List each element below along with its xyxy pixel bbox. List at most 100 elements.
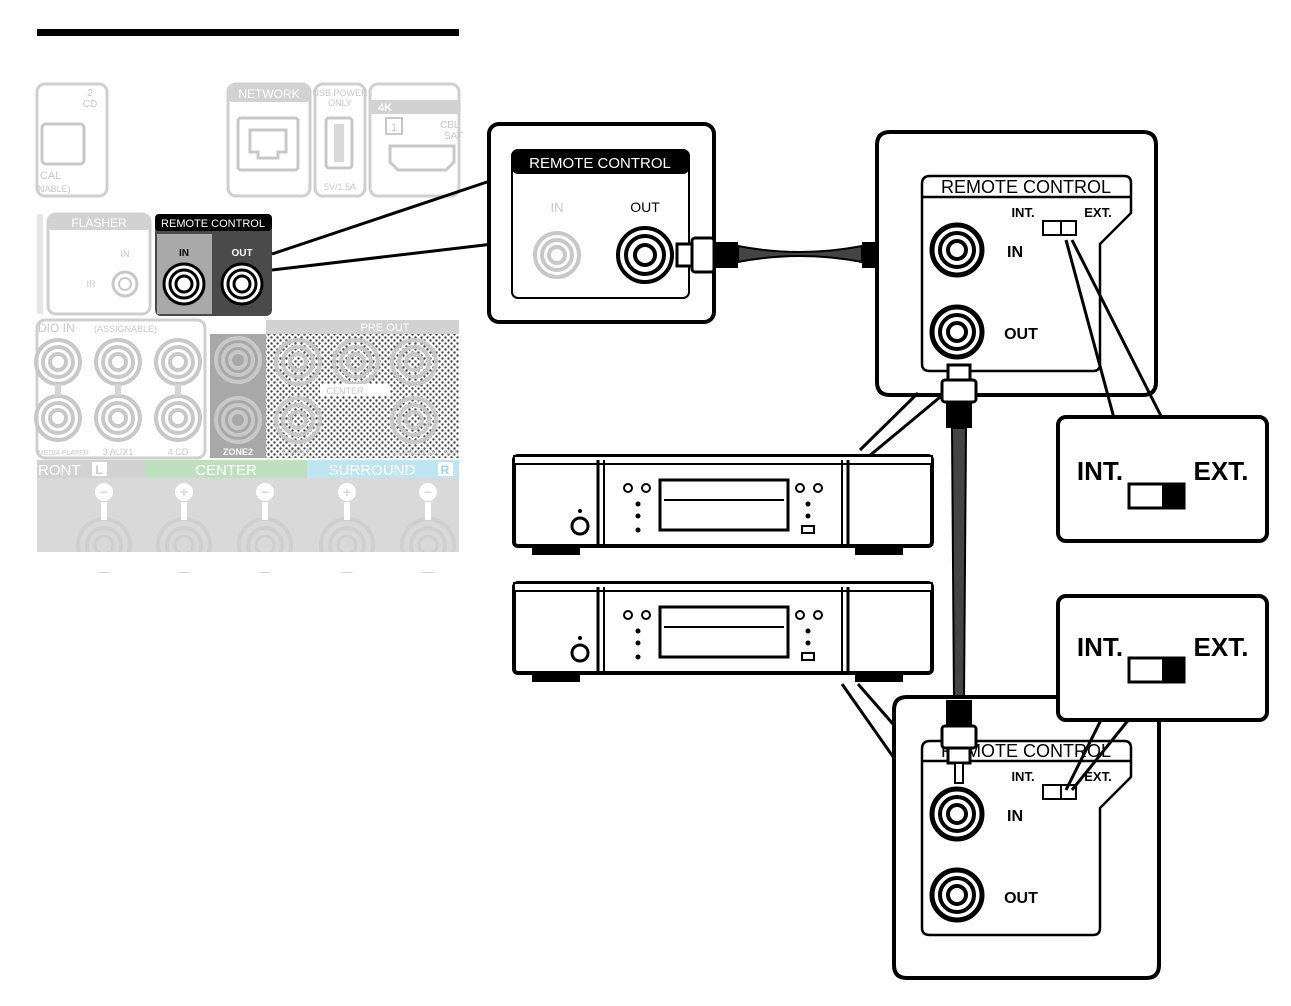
left-stub-section xyxy=(37,214,43,314)
terminal-stem xyxy=(262,502,268,520)
right-stub-section xyxy=(277,214,459,314)
network-port xyxy=(236,116,300,172)
device-unit-2 xyxy=(512,581,934,682)
device-top-out-label: OUT xyxy=(1004,326,1038,343)
remote-in-label: IN xyxy=(179,248,189,259)
speaker-terminal-minus: − xyxy=(400,483,456,573)
switch-top-knob xyxy=(1162,484,1184,508)
receiver-rear-panel: 2 CD CAL NABLE) NETWORK USB POWER ONLY 5… xyxy=(30,29,470,573)
device-top-switch-knob xyxy=(1060,220,1077,236)
flasher-label: FLASHER xyxy=(71,216,127,230)
speaker-front-side: L xyxy=(95,463,102,477)
device2-power-button[interactable] xyxy=(570,643,590,663)
switch-bottom-ext-label: EXT. xyxy=(1194,632,1249,662)
device-bottom-out-jack xyxy=(929,867,985,923)
device1-button[interactable] xyxy=(641,483,651,493)
zone2-label: ZONE2 xyxy=(223,447,253,457)
device-bottom-int-label: INT. xyxy=(1011,769,1034,784)
audio-jack xyxy=(34,394,82,442)
hdmi-4k-label: 4K xyxy=(378,102,392,114)
device2-usb-port xyxy=(801,652,815,661)
device1-button[interactable] xyxy=(623,483,633,493)
callout-out-jack xyxy=(616,226,674,284)
device-bottom-in-jack xyxy=(929,786,985,842)
audio-in-assignable: (ASSIGNABLE) xyxy=(94,324,157,334)
device2-foot xyxy=(532,673,580,682)
device2-button[interactable] xyxy=(813,610,823,620)
usb-port xyxy=(324,116,354,170)
svg-text:−: − xyxy=(261,484,269,500)
device2-button[interactable] xyxy=(623,610,633,620)
aux1-label: 3 AUX1 xyxy=(103,447,134,457)
receiver-remote-callout: REMOTE CONTROL IN OUT xyxy=(487,122,716,324)
cd-label: 4 CD xyxy=(168,447,189,457)
switch-bottom-int-label: INT. xyxy=(1077,632,1123,662)
remote-out-label: OUT xyxy=(231,248,252,259)
usb-section xyxy=(313,82,367,198)
device1-usb-port xyxy=(801,525,815,534)
speaker-surround-bar xyxy=(307,460,459,478)
device-bottom-panel-title: REMOTE CONTROL xyxy=(941,741,1111,761)
hdmi-section xyxy=(368,82,461,198)
device2-button[interactable] xyxy=(641,610,651,620)
extra-preout-label: SUR xyxy=(445,450,460,457)
callout-in-label: IN xyxy=(551,200,564,215)
speaker-terminal-plus: + xyxy=(319,483,375,573)
hdmi-port xyxy=(388,144,456,172)
device-bottom-ext-label: EXT. xyxy=(1084,769,1111,784)
flasher-jack-inner xyxy=(118,277,132,291)
remote-control-label: REMOTE CONTROL xyxy=(161,218,265,230)
switch-callout-top: INT. EXT. xyxy=(1056,415,1269,543)
jack-label-number: 2 xyxy=(87,88,93,99)
device1-foot xyxy=(532,546,580,555)
speaker-surround-label: SURROUND xyxy=(329,462,416,479)
svg-text:+: + xyxy=(343,484,351,500)
center-preout-label: CENTER xyxy=(326,386,364,396)
speaker-front-side-badge xyxy=(92,462,107,476)
audio-jack xyxy=(154,394,202,442)
remote-control-header xyxy=(155,214,272,231)
device1-button[interactable] xyxy=(813,483,823,493)
terminal-stem xyxy=(101,502,107,520)
switch-top-callout-leader xyxy=(1064,239,1164,419)
speaker-center-bar xyxy=(145,460,307,478)
device1-disc-tray xyxy=(658,478,790,532)
media-player-label: MEDIA PLAYER xyxy=(38,450,89,457)
usb-port-inner xyxy=(334,124,344,162)
speaker-surround-side: R xyxy=(441,463,450,477)
device1-power-button[interactable] xyxy=(570,516,590,536)
usb-only-label: ONLY xyxy=(328,98,352,108)
network-label: NETWORK xyxy=(238,87,299,101)
receiver-callout-leader xyxy=(271,178,494,272)
device1-button[interactable] xyxy=(795,483,805,493)
network-label-bg xyxy=(228,84,310,102)
panel-clip-bottom xyxy=(30,552,470,572)
switch-top-ext-label: EXT. xyxy=(1194,456,1249,486)
device-top-in-jack xyxy=(929,222,985,278)
jack-connector xyxy=(55,384,61,396)
device2-button[interactable] xyxy=(795,610,805,620)
device1-foot xyxy=(855,546,903,555)
audio-jack xyxy=(34,338,82,386)
audio-in-section xyxy=(35,318,207,460)
terminal-stem xyxy=(181,502,187,520)
speaker-terminal-minus: − xyxy=(237,483,293,573)
device-unit-1 xyxy=(512,454,934,555)
speaker-front-bar xyxy=(37,460,145,478)
device2-disc-tray xyxy=(658,605,790,659)
front-preout-label: FRONT xyxy=(282,448,310,457)
flasher-jack xyxy=(111,270,139,298)
switch-top-int-label: INT. xyxy=(1077,456,1123,486)
flasher-label-bg xyxy=(48,214,150,230)
svg-text:−: − xyxy=(424,484,432,500)
device-top-int-label: INT. xyxy=(1011,205,1034,220)
hdmi-sat-label: SAT xyxy=(444,131,463,142)
terminal-stem xyxy=(425,502,431,520)
callout-out-label: OUT xyxy=(630,199,660,215)
hdmi-input-badge xyxy=(385,117,403,135)
audio-jack xyxy=(94,338,142,386)
speaker-center-label: CENTER xyxy=(195,462,257,479)
optical-port xyxy=(40,122,86,166)
network-port-notch xyxy=(248,128,288,160)
speaker-front-label: RONT xyxy=(38,462,81,479)
